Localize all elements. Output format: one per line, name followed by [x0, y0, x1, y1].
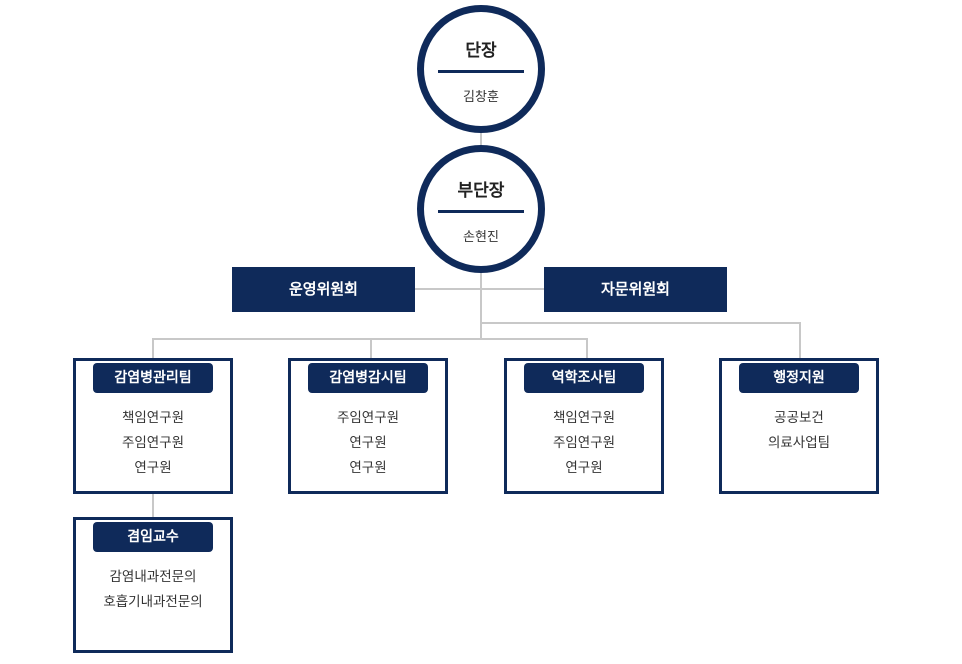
connector-head-deputy: [480, 130, 482, 148]
connector-adjunct: [152, 493, 154, 518]
team-title: 역학조사팀: [524, 363, 644, 393]
head-name: 김창훈: [463, 90, 499, 105]
team-members: 책임연구원 주임연구원 연구원: [76, 406, 230, 481]
member: 주임연구원: [336, 410, 400, 426]
member: 책임연구원: [552, 410, 616, 426]
team-members: 책임연구원 주임연구원 연구원: [507, 406, 661, 481]
member: 주임연구원: [121, 435, 185, 451]
team-title: 행정지원: [739, 363, 859, 393]
head-divider: [438, 70, 524, 73]
member: 연구원: [349, 435, 387, 451]
deputy-divider: [438, 210, 524, 213]
member: 호흡기내과전문의: [103, 594, 203, 610]
team-infection-surveillance: 감염병감시팀 주임연구원 연구원 연구원: [288, 358, 448, 494]
deputy-title: 부단장: [457, 181, 505, 201]
member: 연구원: [565, 460, 603, 476]
team-members: 공공보건 의료사업팀: [722, 406, 876, 456]
connector-team2-drop: [370, 338, 372, 359]
deputy-name: 손현진: [463, 230, 499, 245]
head-title: 단장: [465, 41, 497, 61]
connector-horizontal-top: [481, 322, 801, 324]
connector-team4-drop: [799, 322, 801, 359]
team-adjunct-professor: 겸임교수 감염내과전문의 호흡기내과전문의: [73, 517, 233, 653]
team-title: 감염병감시팀: [308, 363, 428, 393]
member: 연구원: [349, 460, 387, 476]
member: 연구원: [134, 460, 172, 476]
deputy-node: 부단장 손현진: [417, 145, 545, 273]
connector-team3-drop: [586, 338, 588, 359]
team-members: 주임연구원 연구원 연구원: [291, 406, 445, 481]
member: 감염내과전문의: [109, 569, 197, 585]
team-epidemiology: 역학조사팀 책임연구원 주임연구원 연구원: [504, 358, 664, 494]
team-title: 겸임교수: [93, 522, 213, 552]
team-title: 감염병관리팀: [93, 363, 213, 393]
member: 공공보건: [774, 410, 824, 426]
team-infection-management: 감염병관리팀 책임연구원 주임연구원 연구원: [73, 358, 233, 494]
connector-team1-drop: [152, 338, 154, 359]
committee-advisory: 자문위원회: [544, 267, 727, 312]
connector-branch-deputy: [480, 322, 482, 339]
team-admin-support: 행정지원 공공보건 의료사업팀: [719, 358, 879, 494]
team-members: 감염내과전문의 호흡기내과전문의: [76, 565, 230, 615]
head-node: 단장 김창훈: [417, 5, 545, 133]
member: 주임연구원: [552, 435, 616, 451]
member: 책임연구원: [121, 410, 185, 426]
member: 의료사업팀: [767, 435, 831, 451]
connector-deputy-down: [480, 270, 482, 323]
committee-operations: 운영위원회: [232, 267, 415, 312]
connector-committee-left: [414, 288, 481, 290]
connector-committee-right: [481, 288, 544, 290]
